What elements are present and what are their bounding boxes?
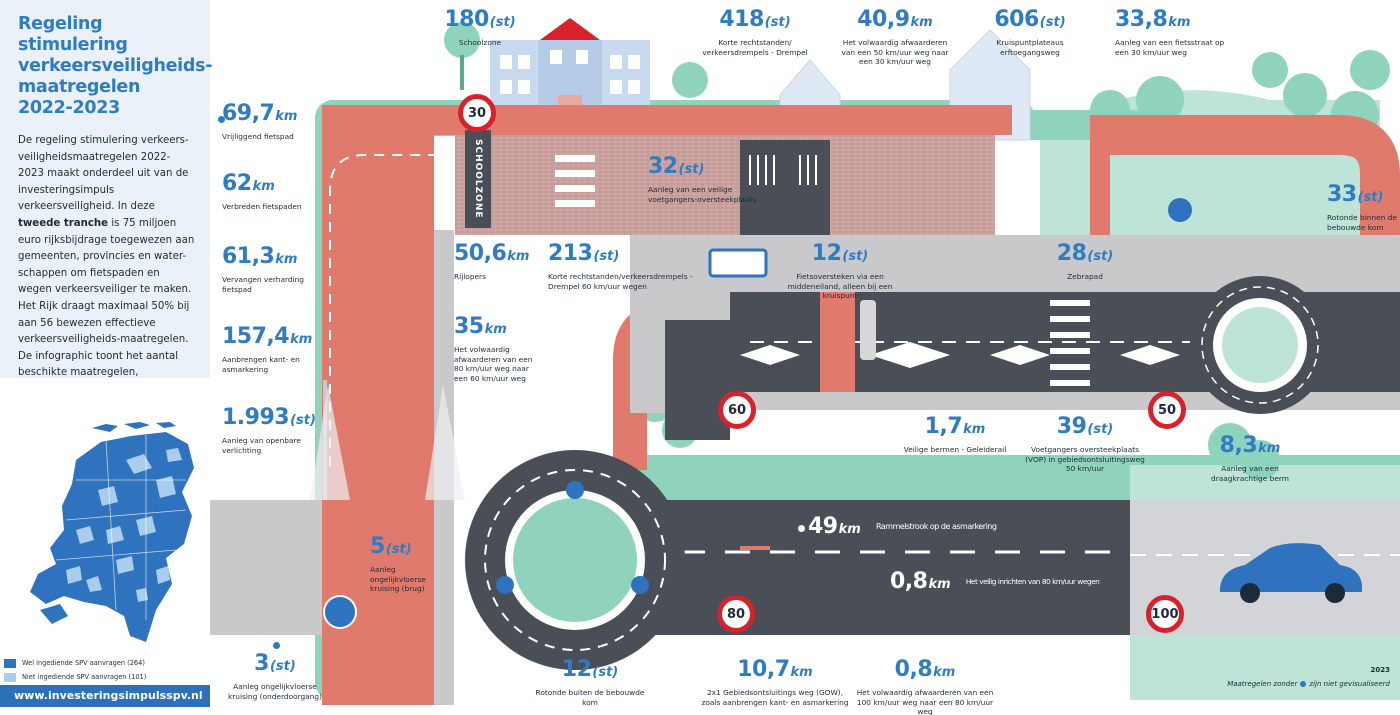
legend-swatch bbox=[4, 658, 16, 668]
stat-schoolzone: 180(st) Schoolzone bbox=[444, 7, 516, 48]
netherlands-map bbox=[0, 378, 210, 715]
stat-drempel-60: 213(st) Korte rechtstanden/verkeersdremp… bbox=[548, 241, 693, 291]
stat-drempel: 418(st) Korte rechtstanden/ verkeersdrem… bbox=[702, 7, 808, 57]
stat-veilig-80: 0,8km Het veilig inrichten van 80 km/uur… bbox=[890, 569, 1100, 594]
scene-illustration bbox=[210, 18, 1400, 705]
stat-verbreden-fietspaden: 62km Verbreden fietspaden bbox=[222, 171, 302, 212]
stat-marker bbox=[218, 116, 225, 123]
stat-fietsoversteken: 12(st) Fietsoversteken via een middeneil… bbox=[787, 241, 893, 301]
stat-draagkrachtige-berm: 8,3km Aanleg van een draagkrachtige berm bbox=[1211, 433, 1289, 483]
stat-vrijliggend-fietspad: 69,7km Vrijliggend fietspad bbox=[222, 101, 298, 142]
speed-sign-100: 100 bbox=[1146, 595, 1184, 633]
stat-brug: 5(st) Aanleg ongelijkvloerse kruising (b… bbox=[370, 534, 426, 594]
stat-geleiderail: 1,7km Veilige bermen - Geleiderail bbox=[903, 414, 1007, 455]
stat-kruispuntplateaus: 606(st) Kruispuntplateaus erftoegangsweg bbox=[994, 7, 1066, 57]
schoolzone-label: SCHOOLZONE bbox=[465, 130, 491, 228]
stat-openbare-verlichting: 1.993(st) Aanleg van openbare verlichtin… bbox=[222, 405, 316, 455]
stat-onderdoorgang: 3(st) Aanleg ongelijkvloerse kruising (o… bbox=[227, 651, 323, 701]
stat-rotonde-buiten: 12(st) Rotonde buiten de bebouwde kom bbox=[535, 657, 645, 707]
netherlands-map-graphic bbox=[30, 422, 194, 642]
car-graphic bbox=[1220, 543, 1362, 603]
speed-sign-30: 30 bbox=[458, 94, 496, 132]
stat-rammelstrook: 49km Rammelstrook op de asmarkering bbox=[808, 514, 997, 539]
stat-zebrapad: 28(st) Zebrapad bbox=[1056, 241, 1114, 282]
infographic-scene: SCHOOLZONE 30 60 50 80 100 69,7km Vrijli… bbox=[210, 0, 1400, 715]
stat-voetgangersoversteek: 32(st) Aanleg van een veilige voetganger… bbox=[648, 154, 757, 204]
speed-sign-80: 80 bbox=[717, 595, 755, 633]
stat-fietsstraat: 33,8km Aanleg van een fietsstraat op een… bbox=[1115, 7, 1225, 57]
dot-icon bbox=[1300, 681, 1307, 687]
stat-vop-50: 39(st) Voetgangers oversteekplaats (VOP)… bbox=[1025, 414, 1145, 474]
intro-text: De regeling stimulering verkeers-veiligh… bbox=[18, 135, 195, 395]
legend-item-submitted: Wel ingediende SPV aanvragen (264) bbox=[4, 656, 146, 670]
speed-sign-50: 50 bbox=[1148, 391, 1186, 429]
stat-marker bbox=[273, 642, 280, 649]
stat-vervangen-verharding: 61,3km Vervangen verharding fietspad bbox=[222, 244, 304, 294]
legend-swatch bbox=[4, 672, 16, 682]
stat-afwaarderen-100-80: 0,8km Het volwaardig afwaarderen van een… bbox=[856, 657, 994, 715]
stat-rotonde-binnen: 33(st) Rotonde binnen de bebouwde kom bbox=[1327, 182, 1397, 232]
stat-marker bbox=[798, 525, 805, 532]
legend-item-not-submitted: Niet ingediende SPV aanvragen (101) bbox=[4, 670, 146, 684]
stat-afwaarderen-80-60: 35km Het volwaardig afwaarderen van een … bbox=[454, 314, 533, 383]
intro-panel: Regeling stimulering verkeersveiligheids… bbox=[0, 0, 213, 395]
speed-sign-60: 60 bbox=[718, 391, 756, 429]
stat-afwaarderen-50-30: 40,9km Het volwaardig afwaarderen van ee… bbox=[841, 7, 949, 67]
map-legend: Wel ingediende SPV aanvragen (264) Niet … bbox=[4, 656, 146, 684]
page-title: Regeling stimulering verkeersveiligheids… bbox=[18, 14, 213, 118]
stat-rijlopers: 50,6km Rijlopers bbox=[454, 241, 530, 282]
website-link[interactable]: www.investeringsimpulsspv.nl bbox=[0, 685, 210, 707]
footnote: 2023 Maatregelen zonder zijn niet gevisu… bbox=[1227, 666, 1390, 688]
stat-gow: 10,7km 2x1 Gebiedsontsluitings weg (GOW)… bbox=[701, 657, 849, 707]
stat-kant-asmarkering: 157,4km Aanbrengen kant- en asmarkering bbox=[222, 324, 313, 374]
